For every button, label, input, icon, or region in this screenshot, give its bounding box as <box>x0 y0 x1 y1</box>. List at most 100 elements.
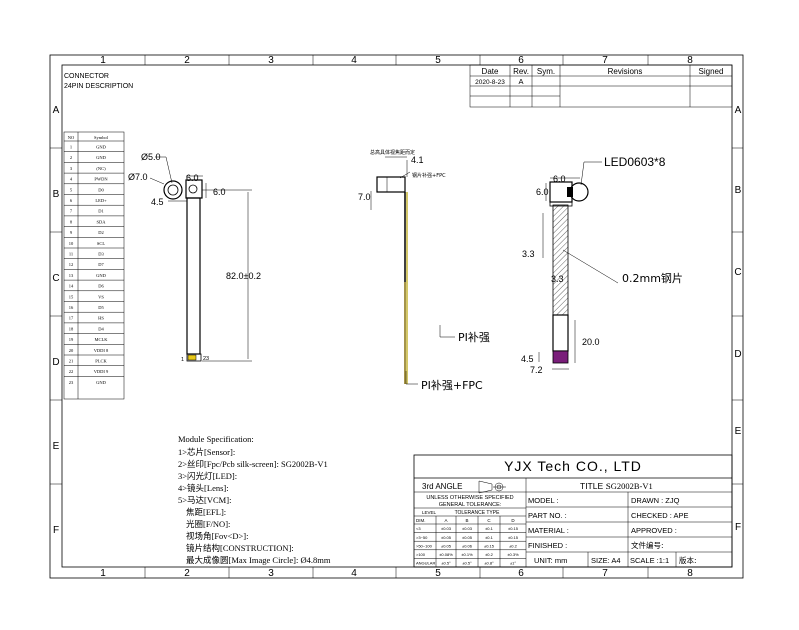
dim-height-side: 6.0 <box>213 187 226 197</box>
front-lens-inner <box>167 184 179 196</box>
pin-symbol: GND <box>96 155 106 160</box>
pin-symbol: D1 <box>98 209 104 214</box>
pin-table-header-no: NO <box>68 135 75 140</box>
file-number-label: 文件编号: <box>631 540 664 550</box>
row-label-d: D <box>52 357 59 368</box>
model-label: MODEL : <box>528 496 559 505</box>
dim-back-4-5: 4.5 <box>521 354 534 364</box>
material-label: MATERIAL : <box>528 526 569 535</box>
checked-label: CHECKED : APE <box>631 511 689 520</box>
spec-line-construction: 镜片结构[CONSTRUCTION]: <box>186 543 294 553</box>
row-label-f: F <box>53 525 59 536</box>
pin-symbol: SCL <box>97 241 106 246</box>
col-label-4-bottom: 4 <box>351 568 357 579</box>
col-label-4: 4 <box>351 55 357 66</box>
label-steel-fpc: 钢片补强+FPC <box>412 172 446 179</box>
tolerance-range: >3~50 <box>416 535 428 540</box>
pin-number: 7 <box>70 209 73 214</box>
row-label-b-right: B <box>735 185 742 196</box>
drawn-label: DRAWN : ZJQ <box>631 496 680 505</box>
row-label-a: A <box>53 105 60 116</box>
back-steel-sheet <box>552 204 569 316</box>
tolerance-grade: D <box>511 518 515 523</box>
rev-date: 2020-8-23 <box>475 79 505 86</box>
tolerance-value: ±0.03 <box>462 526 473 531</box>
back-led <box>567 187 573 197</box>
row-label-a-right: A <box>735 105 742 116</box>
module-specification: Module Specification: 1>芯片[Sensor]: 2>丝印… <box>178 434 331 565</box>
spec-title: Module Specification: <box>178 434 254 444</box>
size-label: SIZE: A4 <box>591 556 621 565</box>
rev-header-revisions: Revisions <box>608 67 643 76</box>
front-connector-gold <box>187 354 197 361</box>
tolerance-value: ±0.05 <box>441 543 452 548</box>
pin-number: 8 <box>70 219 73 224</box>
tolerance-dim: DIM. <box>416 518 426 523</box>
tolerance-value: ±1° <box>510 561 516 566</box>
pin-number: 12 <box>69 262 74 267</box>
tolerance-grade: A <box>444 518 447 523</box>
column-dividers <box>50 55 743 578</box>
row-label-b: B <box>53 189 60 200</box>
back-connector <box>552 350 569 364</box>
version-label: 版本: <box>679 555 697 565</box>
title-block: YJX Tech CO., LTD 3rd ANGLE UNLESS OTHER… <box>413 454 733 568</box>
col-label-7-bottom: 7 <box>602 568 608 579</box>
col-label-6-bottom: 6 <box>518 568 524 579</box>
pin-symbol: VDDI 8 <box>94 348 109 353</box>
spec-line-efl: 焦距[EFL]: <box>186 507 226 517</box>
front-view: Ø5.0 Ø7.0 6.0 6.0 4.5 82.0±0.2 1 23 <box>128 152 261 363</box>
side-note-total-height: 总高具体视焦距而定 <box>370 149 415 156</box>
pin-number: 5 <box>70 187 73 192</box>
col-label-1: 1 <box>100 55 106 66</box>
dim-side-left: 7.0 <box>358 192 371 202</box>
pin-number: 3 <box>70 166 73 171</box>
pin-table-header-symbol: Symbol <box>94 135 109 140</box>
spec-line-sensor: 1>芯片[Sensor]: <box>178 447 235 457</box>
rev-header-sym: Sym. <box>537 67 555 76</box>
dim-back-height: 6.0 <box>536 187 549 197</box>
col-label-6: 6 <box>518 55 524 66</box>
tolerance-range: >100 <box>416 552 426 557</box>
pin-number: 17 <box>69 316 74 321</box>
tolerance-value: ±0.06 <box>462 543 473 548</box>
pin-number: 18 <box>69 326 74 331</box>
pin-symbol: LED+ <box>95 198 107 203</box>
dim-width-top: 6.0 <box>186 173 199 183</box>
tolerance-value: ±0.1 <box>485 526 494 531</box>
side-view: 总高具体视焦距而定 4.1 钢片补强+FPC 7.0 PI补强 PI补强+FPC <box>358 149 490 392</box>
spec-line-image-circle: 最大成像圆[Max Image Circle]: Ø4.8mm <box>186 555 331 565</box>
col-label-1-bottom: 1 <box>100 568 106 579</box>
pin-symbol: HS <box>98 316 104 321</box>
pin-symbol: D7 <box>98 262 104 267</box>
scale-label: SCALE :1:1 <box>630 556 669 565</box>
dim-dia-inner: Ø5.0 <box>141 152 161 162</box>
tolerance-value: ±0.15 <box>508 526 519 531</box>
tolerance-value: ±0.2 <box>509 543 518 548</box>
pin-number: 23 <box>69 380 74 385</box>
tolerance-range: <3 <box>416 526 421 531</box>
pin-symbol: (NC) <box>96 166 106 171</box>
spec-line-vcm: 5>马达[VCM]: <box>178 495 231 505</box>
pin-symbol: D3 <box>98 252 104 257</box>
pin-number: 4 <box>70 177 73 182</box>
finished-label: FINISHED : <box>528 541 567 550</box>
pin-symbol: GND <box>96 145 106 150</box>
pin-symbol: D2 <box>98 230 104 235</box>
tolerance-value: ±0.3% <box>507 552 519 557</box>
spec-line-silkscreen: 2>丝印[Fpc/Pcb silk-screen]: SG2002B-V1 <box>178 459 328 469</box>
pin-symbol: VDDI 9 <box>94 369 109 374</box>
rev-header-date: Date <box>482 67 499 76</box>
row-label-c-right: C <box>734 267 741 278</box>
label-pi-stiffener-fpc: PI补强+FPC <box>421 379 483 392</box>
pin-number: 14 <box>69 284 74 289</box>
spec-line-lens: 4>镜头[Lens]: <box>178 483 229 493</box>
row-label-c: C <box>52 273 59 284</box>
dim-length: 82.0±0.2 <box>226 271 261 281</box>
tolerance-value: ±0.2 <box>485 552 494 557</box>
front-flex-cable <box>186 197 201 355</box>
header-pin-description: 24PIN DESCRIPTION <box>64 83 133 90</box>
pin-symbol: D6 <box>98 284 104 289</box>
pin-symbol: GND <box>96 380 106 385</box>
